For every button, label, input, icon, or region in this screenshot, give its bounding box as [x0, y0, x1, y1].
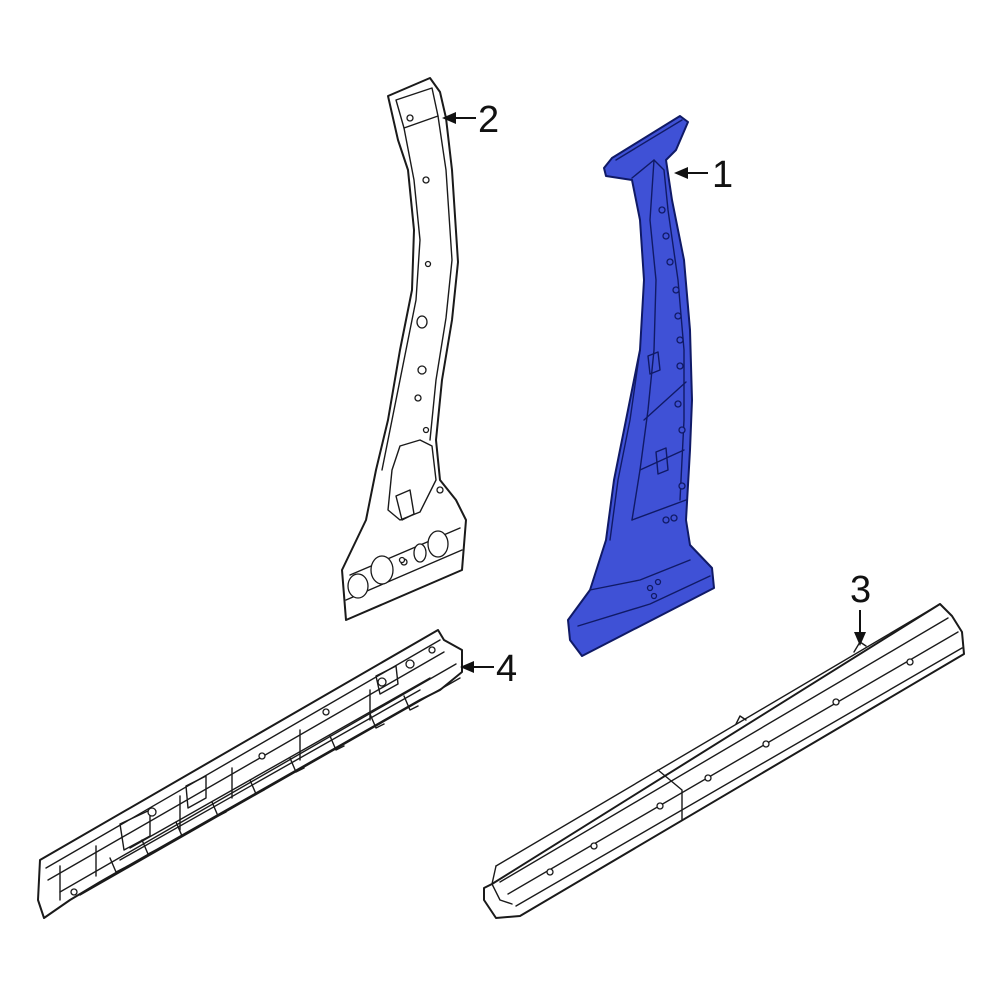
callout-1: 1 [674, 154, 733, 196]
callout-4: 4 [460, 648, 517, 690]
part-4-inner-rocker[interactable] [37, 629, 463, 919]
callout-2: 2 [442, 99, 499, 141]
part-2-inner-pillar[interactable] [341, 77, 467, 621]
callout-3: 3 [850, 569, 871, 646]
part-3-rocker-panel[interactable] [483, 603, 965, 919]
part-1-highlighted-pillar[interactable] [567, 115, 715, 657]
callout-3-label: 3 [850, 569, 871, 611]
callout-2-label: 2 [478, 99, 499, 141]
callout-1-label: 1 [712, 154, 733, 196]
callout-4-label: 4 [496, 648, 517, 690]
